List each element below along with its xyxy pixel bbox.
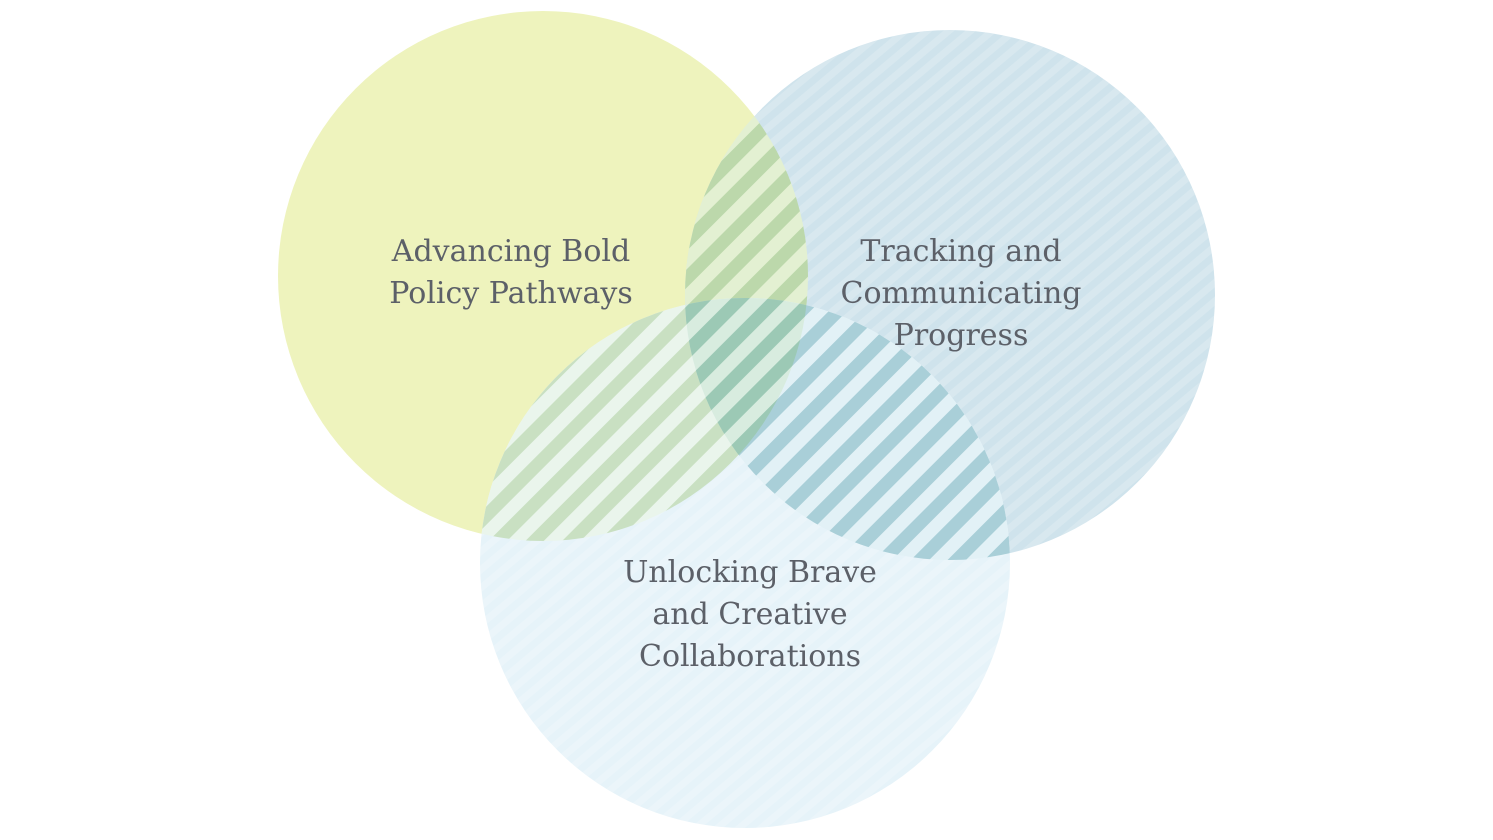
label-collaborations: Unlocking Brave and Creative Collaborati… <box>580 552 920 678</box>
label-policy-line-2: Policy Pathways <box>389 276 633 311</box>
label-collaborations-line-2: and Creative <box>652 597 848 632</box>
label-policy: Advancing Bold Policy Pathways <box>341 231 681 315</box>
label-progress-line-3: Progress <box>893 318 1029 353</box>
overlap-progress-collaborations <box>685 298 1010 560</box>
label-collaborations-line-3: Collaborations <box>638 639 861 674</box>
label-collaborations-line-1: Unlocking Brave <box>623 555 877 590</box>
label-progress-line-2: Communicating <box>840 276 1082 311</box>
label-policy-line-1: Advancing Bold <box>391 234 631 269</box>
overlap-policy-collaborations <box>480 298 808 541</box>
label-progress-line-1: Tracking and <box>860 234 1062 269</box>
label-progress: Tracking and Communicating Progress <box>791 231 1131 357</box>
